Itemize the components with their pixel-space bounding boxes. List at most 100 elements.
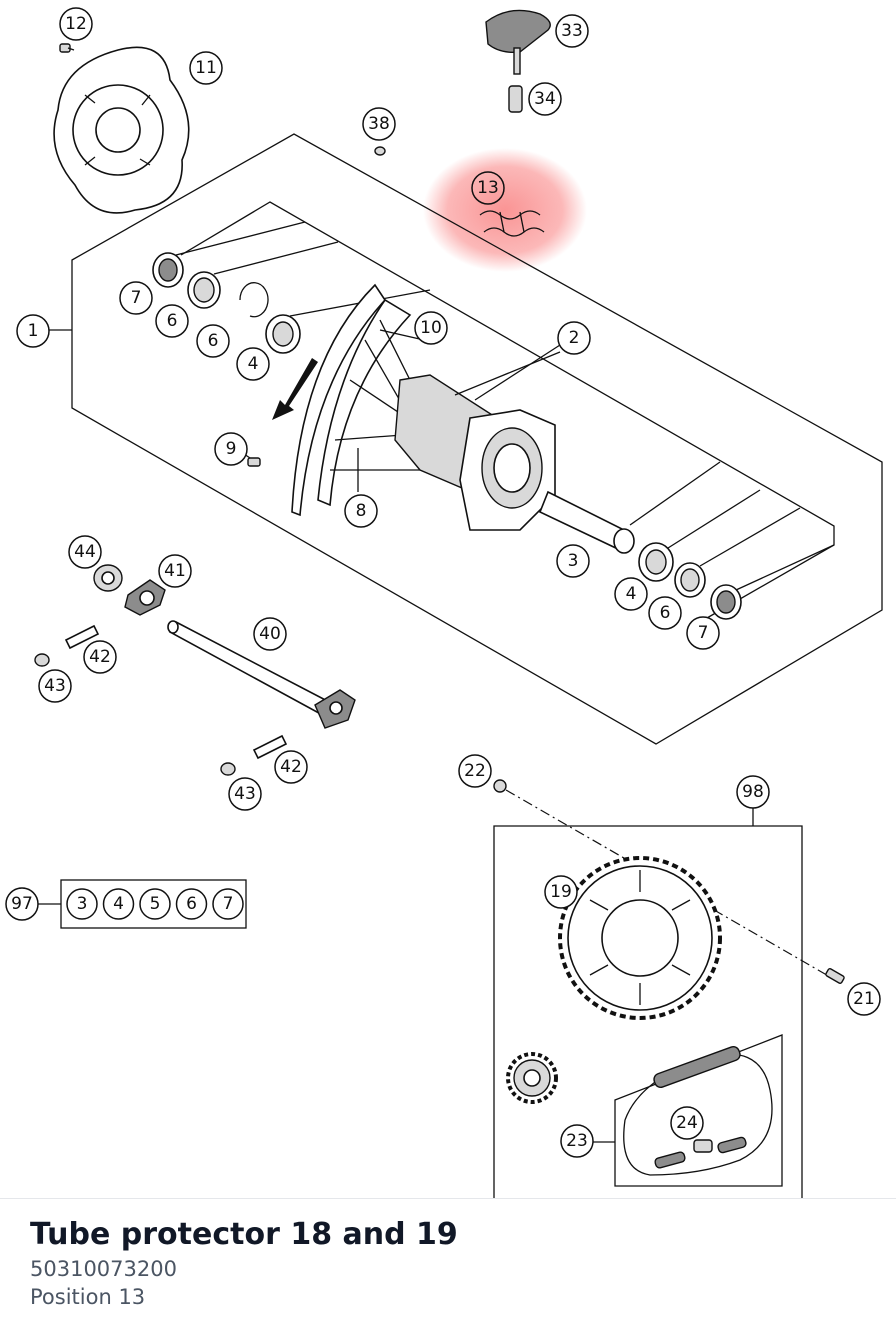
bearing-4-left xyxy=(265,314,301,354)
kit-97-item-7: 7 xyxy=(212,888,244,920)
callout-text-44: 44 xyxy=(74,542,96,562)
callout-text-6a: 6 xyxy=(167,311,178,331)
chain-box xyxy=(614,1034,783,1187)
callout-8: 8 xyxy=(344,494,378,528)
rear-sprocket xyxy=(558,856,722,1020)
kit-97-box xyxy=(60,879,247,929)
callout-44: 44 xyxy=(68,535,102,569)
callout-6c: 6 xyxy=(648,596,682,630)
callout-43a: 43 xyxy=(38,669,72,703)
callout-1: 1 xyxy=(16,314,50,348)
callout-text-97: 97 xyxy=(11,894,33,914)
callout-7a: 7 xyxy=(119,281,153,315)
callout-text-34: 34 xyxy=(534,89,556,109)
callout-text-13: 13 xyxy=(477,178,499,198)
kit-97-item-4: 4 xyxy=(102,888,135,920)
brake-disc xyxy=(53,46,190,214)
callout-34: 34 xyxy=(528,82,562,116)
callout-text-43b: 43 xyxy=(234,784,256,804)
callout-97: 97 xyxy=(5,887,39,921)
callout-2: 2 xyxy=(557,321,591,355)
callout-text-40: 40 xyxy=(259,624,281,644)
callout-text-4a: 4 xyxy=(248,354,259,374)
callout-text-41: 41 xyxy=(164,561,186,581)
circlip xyxy=(239,282,269,318)
callout-24: 24 xyxy=(670,1106,704,1140)
callout-text-21: 21 xyxy=(853,989,875,1009)
callout-12: 12 xyxy=(59,7,93,41)
callout-text-3a: 3 xyxy=(568,551,579,571)
rotation-arrow xyxy=(272,358,318,420)
seal-7-right xyxy=(710,584,742,620)
callout-7b: 7 xyxy=(686,616,720,650)
kit-97-item-5: 5 xyxy=(139,888,171,920)
callout-10: 10 xyxy=(414,311,448,345)
callout-42a: 42 xyxy=(83,640,117,674)
chain xyxy=(623,1046,773,1176)
callout-6b: 6 xyxy=(196,324,230,358)
callout-33: 33 xyxy=(555,14,589,48)
callout-4a: 4 xyxy=(236,347,270,381)
chain-adjuster-left xyxy=(124,579,166,616)
callout-text-7b: 7 xyxy=(698,623,709,643)
callout-text-10: 10 xyxy=(420,318,442,338)
callout-43b: 43 xyxy=(228,777,262,811)
kit-97-item-6: 6 xyxy=(175,888,208,920)
callout-text-12: 12 xyxy=(65,14,87,34)
callout-6a: 6 xyxy=(155,304,189,338)
sprocket-bolt xyxy=(825,968,845,984)
sprocket-kit-frame xyxy=(493,825,803,1198)
callout-22: 22 xyxy=(458,754,492,788)
spoke-nipple xyxy=(247,457,261,467)
callout-19: 19 xyxy=(544,875,578,909)
callout-text-11: 11 xyxy=(195,58,217,78)
tube-protector xyxy=(479,210,545,237)
callout-text-38: 38 xyxy=(368,114,390,134)
callout-13: 13 xyxy=(471,171,505,205)
svg-text:6: 6 xyxy=(186,894,197,914)
callout-text-42b: 42 xyxy=(280,757,302,777)
disc-bolt xyxy=(59,43,75,53)
highlight-position-13 xyxy=(423,148,587,272)
nut-38 xyxy=(374,146,386,156)
adjusting-screw-bottom xyxy=(220,734,288,776)
kit-97-item-3: 3 xyxy=(66,888,98,920)
part-number: 50310073200 xyxy=(30,1257,177,1281)
callout-23: 23 xyxy=(560,1124,594,1158)
axle xyxy=(167,620,356,729)
callout-text-43a: 43 xyxy=(44,676,66,696)
callout-40: 40 xyxy=(253,617,287,651)
spacer xyxy=(538,490,635,554)
front-sprocket xyxy=(506,1052,558,1104)
callout-text-1: 1 xyxy=(28,321,39,341)
svg-text:5: 5 xyxy=(150,894,161,914)
rim xyxy=(291,283,412,517)
callout-9: 9 xyxy=(214,432,248,466)
callout-text-33: 33 xyxy=(561,21,583,41)
callout-42b: 42 xyxy=(274,750,308,784)
svg-text:3: 3 xyxy=(77,894,88,914)
callout-41: 41 xyxy=(158,554,192,588)
part-info-panel: Tube protector 18 and 19 50310073200 Pos… xyxy=(0,1198,896,1335)
wheel-assembly-frame xyxy=(71,133,883,745)
callout-text-6c: 6 xyxy=(660,603,671,623)
callout-3a: 3 xyxy=(556,544,590,578)
callout-text-22: 22 xyxy=(464,761,486,781)
rim-lock-nut xyxy=(508,85,523,113)
position-text: Position 13 xyxy=(30,1285,146,1309)
svg-text:4: 4 xyxy=(113,894,124,914)
sprocket-nut xyxy=(493,779,507,793)
hub xyxy=(394,351,561,531)
callout-text-2: 2 xyxy=(569,328,580,348)
callout-text-23: 23 xyxy=(566,1131,588,1151)
rim-lock xyxy=(485,9,551,75)
bearing-6-right xyxy=(674,562,706,598)
callout-text-42a: 42 xyxy=(89,647,111,667)
callout-text-8: 8 xyxy=(356,501,367,521)
seal-7-left xyxy=(152,252,184,288)
callout-11: 11 xyxy=(189,51,223,85)
part-title: Tube protector 18 and 19 xyxy=(30,1217,458,1252)
